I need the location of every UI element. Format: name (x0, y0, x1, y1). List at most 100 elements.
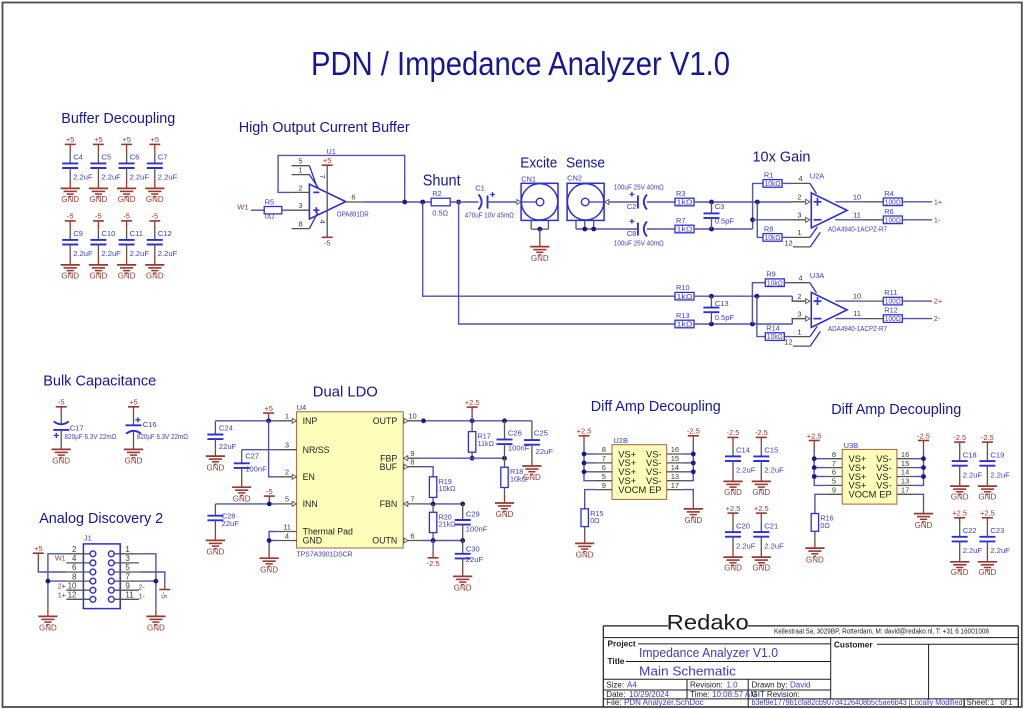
svg-text:+5: +5 (66, 135, 75, 144)
svg-text:10: 10 (853, 292, 861, 301)
svg-text:+2.5: +2.5 (465, 398, 480, 407)
svg-text:22uF: 22uF (466, 555, 484, 564)
svg-text:Main Schematic: Main Schematic (639, 664, 736, 678)
svg-text:R3: R3 (676, 189, 685, 198)
svg-text:2.2uF: 2.2uF (990, 470, 1010, 479)
svg-text:C13: C13 (715, 299, 729, 308)
svg-text:100uF 25V 40mΩ: 100uF 25V 40mΩ (614, 238, 664, 247)
svg-text:GND: GND (724, 564, 742, 573)
svg-text:C18: C18 (963, 450, 977, 459)
svg-text:1: 1 (298, 166, 302, 175)
svg-text:A4: A4 (627, 680, 637, 689)
svg-text:2.2uF: 2.2uF (764, 466, 784, 475)
svg-text:3: 3 (797, 211, 801, 220)
svg-text:GND: GND (531, 254, 549, 263)
svg-text:8: 8 (410, 458, 414, 467)
svg-text:VOCM: VOCM (849, 490, 877, 500)
svg-text:U3A: U3A (810, 271, 825, 280)
svg-text:9: 9 (832, 486, 836, 495)
svg-text:12: 12 (784, 338, 792, 347)
svg-text:4: 4 (798, 274, 802, 283)
svg-text:Redako: Redako (667, 611, 749, 635)
svg-text:C20: C20 (736, 521, 750, 530)
svg-text:C27: C27 (245, 451, 259, 460)
svg-text:10kΩ: 10kΩ (767, 334, 783, 341)
svg-text:14: 14 (671, 463, 679, 472)
svg-text:Analog Discovery 2: Analog Discovery 2 (39, 510, 163, 527)
svg-text:INP: INP (303, 416, 318, 426)
svg-text:+5: +5 (94, 135, 103, 144)
svg-text:2: 2 (285, 468, 289, 477)
svg-text:Drawn by:: Drawn by: (752, 680, 788, 689)
svg-text:C21: C21 (764, 521, 778, 530)
svg-text:C6: C6 (130, 153, 140, 162)
svg-text:8: 8 (72, 572, 77, 581)
svg-text:GND: GND (752, 488, 770, 497)
svg-text:1: 1 (797, 327, 801, 336)
svg-text:C26: C26 (508, 429, 522, 438)
svg-text:2+: 2+ (58, 581, 66, 590)
svg-text:2.2uF: 2.2uF (130, 249, 150, 258)
svg-text:7: 7 (125, 572, 130, 581)
svg-text:R20: R20 (439, 512, 452, 521)
svg-text:ADA4940-1ACPZ-R7: ADA4940-1ACPZ-R7 (828, 324, 887, 333)
svg-text:C23: C23 (990, 526, 1004, 535)
svg-text:GND: GND (454, 584, 472, 593)
svg-text:GIT Revision:: GIT Revision: (752, 690, 800, 699)
svg-text:4: 4 (285, 531, 289, 540)
svg-text:11: 11 (853, 210, 861, 219)
svg-text:5: 5 (298, 157, 302, 166)
svg-text:100nF: 100nF (508, 444, 530, 453)
svg-text:1+: 1+ (934, 197, 942, 206)
svg-text:-5: -5 (160, 592, 169, 599)
svg-text:VS-: VS- (646, 467, 662, 477)
svg-text:22uF: 22uF (222, 519, 240, 528)
svg-text:+2.5: +2.5 (807, 431, 822, 440)
svg-text:9: 9 (410, 449, 414, 458)
svg-text:2: 2 (797, 193, 801, 202)
svg-text:15: 15 (671, 454, 679, 463)
svg-text:1-: 1- (139, 592, 146, 601)
svg-text:Shunt: Shunt (423, 173, 462, 190)
svg-text:C14: C14 (736, 446, 750, 455)
svg-text:10/29/2024: 10/29/2024 (629, 690, 670, 699)
svg-text:22uF: 22uF (219, 442, 237, 451)
svg-text:1kΩ: 1kΩ (677, 294, 693, 301)
svg-text:4: 4 (318, 220, 327, 224)
svg-text:W1: W1 (55, 554, 66, 563)
svg-text:OUTP: OUTP (373, 416, 398, 426)
svg-text:+5: +5 (264, 404, 273, 413)
svg-text:-2.5: -2.5 (953, 433, 966, 442)
svg-text:GND: GND (523, 473, 541, 482)
svg-text:Buffer Decoupling: Buffer Decoupling (61, 110, 175, 127)
svg-text:1: 1 (125, 545, 130, 554)
svg-text:2.2uF: 2.2uF (73, 249, 93, 258)
svg-text:2.2uF: 2.2uF (990, 546, 1010, 555)
svg-text:R10: R10 (676, 283, 690, 292)
svg-text:-5: -5 (123, 212, 130, 221)
svg-text:2.2uF: 2.2uF (158, 173, 178, 182)
svg-text:OPA891DR: OPA891DR (337, 209, 369, 218)
svg-text:Dual LDO: Dual LDO (313, 384, 378, 401)
svg-text:2: 2 (298, 183, 302, 192)
svg-text:17: 17 (901, 486, 909, 495)
svg-text:470uF 10V 45mΩ: 470uF 10V 45mΩ (465, 210, 514, 219)
svg-text:FBP: FBP (380, 453, 397, 463)
svg-text:Title: Title (608, 656, 625, 666)
svg-text:10kΩ: 10kΩ (765, 235, 781, 242)
svg-text:2.2uF: 2.2uF (101, 173, 121, 182)
svg-text:10:08:57 AM: 10:08:57 AM (712, 690, 757, 699)
svg-text:2.2uF: 2.2uF (764, 541, 784, 550)
svg-text:GND: GND (951, 568, 969, 577)
svg-text:11: 11 (125, 591, 134, 600)
svg-text:22uF: 22uF (536, 447, 554, 456)
svg-text:+2.5: +2.5 (980, 509, 995, 518)
svg-text:David: David (790, 680, 810, 689)
svg-text:9: 9 (125, 581, 130, 590)
svg-text:GND: GND (39, 624, 57, 633)
svg-text:C8: C8 (627, 229, 637, 238)
svg-text:FBN: FBN (380, 499, 398, 509)
svg-text:-5: -5 (58, 398, 65, 407)
svg-text:11kΩ: 11kΩ (478, 439, 495, 448)
svg-text:C19: C19 (990, 450, 1004, 459)
